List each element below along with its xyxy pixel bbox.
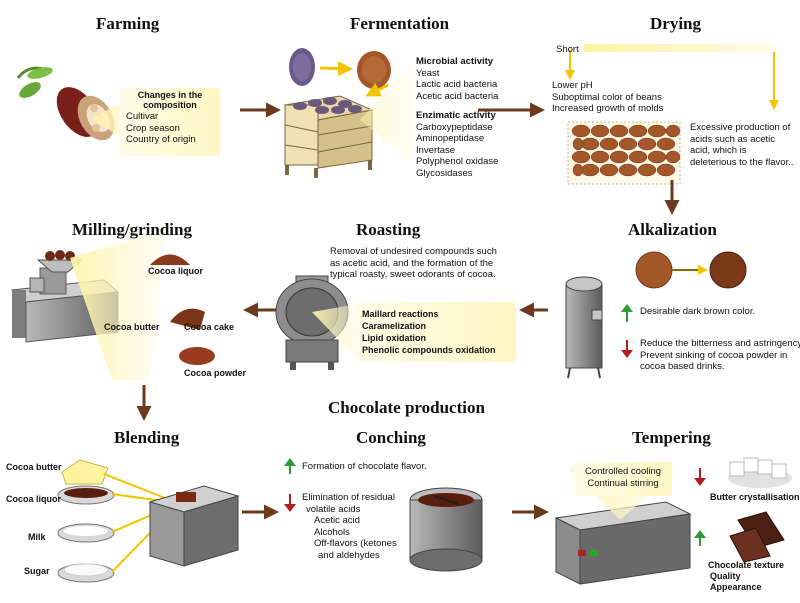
conching-decrease-title: Elimination of residual bbox=[302, 492, 395, 503]
label-cocoa-powder: Cocoa powder bbox=[184, 368, 247, 378]
blending-ingredient-label: Cocoa butter bbox=[6, 462, 62, 472]
fermentation-enzymatic-list: Enzimatic activity Carboxypeptidase Amin… bbox=[416, 110, 498, 179]
drying-time-bar bbox=[584, 44, 774, 52]
roasting-description: Removal of undesired compounds such as a… bbox=[330, 246, 497, 281]
stage-title-chocolate-production: Chocolate production bbox=[328, 398, 485, 417]
label-cocoa-cake: Cocoa cake bbox=[184, 322, 235, 332]
drying-short-label: Short bbox=[556, 44, 579, 55]
label-cocoa-butter: Cocoa butter bbox=[104, 322, 160, 332]
drying-long-effect-line: Excessive production of bbox=[690, 122, 791, 133]
enzymatic-item: Carboxypeptidase bbox=[416, 121, 493, 133]
conching-decrease-item: Off-flavors (ketones bbox=[314, 538, 397, 549]
farming-item: Cultivar bbox=[126, 111, 159, 122]
tempering-increase-line: Chocolate texture bbox=[708, 560, 785, 570]
farming-item: Crop season bbox=[126, 122, 180, 134]
stage-title-alkalization: Alkalization bbox=[628, 220, 717, 239]
chocolate-bar bbox=[729, 511, 785, 563]
conching-decrease-title: volatile acids bbox=[306, 503, 361, 515]
conching-decrease-item: and aldehydes bbox=[318, 549, 380, 561]
drying-short-effects: Lower pH Suboptimal color of beans Incre… bbox=[552, 80, 663, 115]
stage-title-fermentation: Fermentation bbox=[350, 14, 450, 33]
blending-ingredient-label: Cocoa liquor bbox=[6, 494, 62, 504]
alkalization-decrease-line: Prevent sinking of cocoa powder in bbox=[640, 349, 788, 361]
microbial-item: Yeast bbox=[416, 67, 440, 79]
trend-arrows bbox=[284, 304, 706, 546]
stage-title-tempering: Tempering bbox=[632, 428, 711, 447]
enzymatic-item: Aminopeptidase bbox=[416, 133, 485, 144]
roasting-highlight-beam bbox=[312, 304, 358, 360]
milling-highlight-beam bbox=[70, 230, 165, 380]
blending-ingredient-label: Sugar bbox=[24, 566, 50, 576]
farming-box-title-line2: composition bbox=[143, 100, 197, 110]
fermentation-microbial-list: Microbial activity Yeast Lactic acid bac… bbox=[416, 56, 498, 102]
alkalization-increase: Desirable dark brown color. bbox=[640, 306, 756, 317]
alkalization-beans bbox=[635, 251, 747, 289]
roasting-reaction: Lipid oxidation bbox=[362, 333, 426, 343]
roasting-description-line: typical roasty, sweet odorants of cocoa. bbox=[330, 269, 496, 280]
roasting-description-line: as acetic acid, and the formation of the bbox=[330, 257, 494, 269]
tempering-increase: Chocolate texture Quality Appearance bbox=[708, 560, 784, 593]
drying-beans-tray bbox=[567, 121, 681, 185]
conching-vessel bbox=[409, 487, 483, 572]
roasting-reactions-box: Maillard reactions Caramelization Lipid … bbox=[356, 302, 516, 362]
drying-long-effect-line: acids such as acetic bbox=[690, 133, 776, 145]
sugar-cubes-butter-crystals bbox=[728, 457, 792, 488]
drying-long-effect-line: deleterious to the flavor.. bbox=[690, 156, 794, 168]
stage-title-roasting: Roasting bbox=[356, 220, 421, 239]
enzymatic-activity-title: Enzimatic activity bbox=[416, 110, 496, 121]
tempering-increase-line: Appearance bbox=[710, 582, 762, 592]
farming-box-title-line1: Changes in the bbox=[137, 90, 203, 100]
drying-effect: Lower pH bbox=[552, 80, 593, 91]
label-cocoa-liquor: Cocoa liquor bbox=[148, 266, 204, 276]
roasting-description-line: Removal of undesired compounds such bbox=[330, 246, 497, 257]
tempering-process-step: Controlled cooling bbox=[584, 466, 662, 477]
alkalization-decrease-line: Reduce the bitterness and astringency bbox=[640, 338, 800, 349]
blending-mixer bbox=[148, 485, 240, 567]
conching-decrease: Elimination of residual volatile acids A… bbox=[302, 492, 397, 561]
tempering-decrease: Butter crystallisation bbox=[710, 492, 800, 502]
conching-decrease-item: Alcohols bbox=[314, 526, 350, 538]
fermentation-beans bbox=[289, 48, 391, 89]
roasting-reaction: Maillard reactions bbox=[362, 309, 439, 319]
drying-long-effect-line: acid, which is bbox=[690, 145, 747, 156]
farming-item: Country of origin bbox=[126, 134, 196, 145]
enzymatic-item: Polyphenol oxidase bbox=[416, 156, 499, 167]
microbial-item: Acetic acid bacteria bbox=[416, 90, 499, 102]
cocoa-liquor-pile bbox=[150, 254, 190, 265]
fermentation-crate bbox=[283, 95, 374, 178]
drying-effect: Suboptimal color of beans bbox=[552, 91, 662, 103]
blending-ingredient-bowls bbox=[57, 459, 115, 583]
stage-title-conching: Conching bbox=[356, 428, 426, 447]
roasting-reaction: Caramelization bbox=[362, 321, 427, 331]
cocoa-cake-piece bbox=[170, 308, 205, 330]
alkalization-tank bbox=[565, 276, 603, 379]
conching-increase: Formation of chocolate flavor. bbox=[302, 461, 427, 472]
alkalization-decrease-line: cocoa based drinks. bbox=[640, 361, 725, 372]
drying-effect: Increased growth of molds bbox=[552, 103, 664, 114]
tempering-increase-line: Quality bbox=[710, 571, 741, 581]
stage-title-drying: Drying bbox=[650, 14, 701, 33]
microbial-activity-title: Microbial activity bbox=[416, 56, 494, 67]
microbial-item: Lactic acid bacteria bbox=[416, 79, 498, 90]
roasting-reaction: Phenolic compounds oxidation bbox=[362, 345, 496, 355]
alkalization-decrease: Reduce the bitterness and astringency Pr… bbox=[640, 338, 800, 373]
farming-composition-box: Changes in the composition Cultivar Crop… bbox=[120, 88, 220, 156]
blending-ingredient-label: Milk bbox=[28, 532, 46, 542]
stage-title-milling: Milling/grinding bbox=[72, 220, 192, 239]
tempering-process-step: Continual stirring bbox=[587, 477, 659, 489]
enzymatic-item: Glycosidases bbox=[416, 167, 473, 179]
flow-arrows bbox=[136, 102, 680, 520]
stage-title-farming: Farming bbox=[96, 14, 160, 33]
enzymatic-item: Invertase bbox=[416, 144, 456, 156]
cocoa-powder-pile bbox=[179, 347, 215, 365]
tempering-process-box: Controlled cooling Continual stirring bbox=[574, 462, 672, 496]
conching-decrease-item: Acetic acid bbox=[314, 515, 360, 526]
stage-title-blending: Blending bbox=[114, 428, 180, 447]
cocoa-pod-illustration bbox=[16, 66, 115, 141]
drying-long-effect: Excessive production of acids such as ac… bbox=[690, 122, 794, 168]
fermentation-highlight-beam bbox=[360, 60, 414, 165]
